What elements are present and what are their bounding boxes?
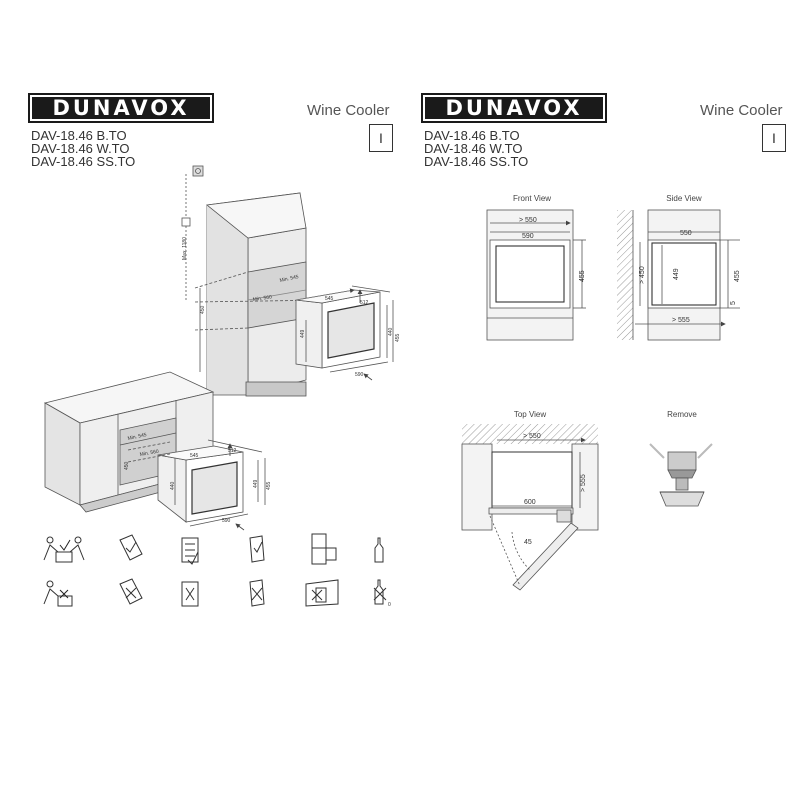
front-view-title: Front View bbox=[512, 194, 552, 203]
side-view-drawing bbox=[617, 209, 740, 341]
dim-w550: 550 bbox=[680, 230, 692, 237]
side-view-labels: 550 > 450 449 455 5 > 555 bbox=[639, 230, 741, 324]
model-line: DAV-18.46 B.TO bbox=[424, 128, 520, 143]
top-view-title: Top View bbox=[513, 410, 547, 419]
dim-min-545: Min. 545 bbox=[127, 432, 147, 442]
tall-cabinet-drawing bbox=[181, 165, 394, 397]
dim-angle45: 45 bbox=[524, 539, 532, 546]
dim-open-450: 450 bbox=[200, 305, 206, 314]
dim-min-560: Min. 560 bbox=[252, 294, 272, 303]
bottle-ok-icon bbox=[374, 537, 384, 563]
model-line: DAV-18.46 W.TO bbox=[31, 141, 130, 156]
dim-open-450: 450 bbox=[124, 461, 130, 470]
dim-unit-440: 440 bbox=[388, 327, 394, 336]
dim-gt550: > 550 bbox=[523, 433, 541, 440]
counter-dim-labels: Min. 545 Min. 560 450 545 512 440 449 45… bbox=[124, 432, 272, 524]
manual-ok-icon bbox=[119, 534, 143, 561]
dim-max-height: Max. 1180 bbox=[182, 237, 188, 260]
dim-h455: 455 bbox=[579, 270, 586, 282]
dim-unit-545: 545 bbox=[325, 296, 334, 302]
freestanding-prohibited-icon bbox=[249, 579, 265, 607]
one-person-lift-prohibited-icon bbox=[43, 580, 73, 607]
dim-unit-590: 590 bbox=[355, 372, 364, 378]
counter-cabinet-drawing bbox=[43, 371, 266, 531]
brand-logo-text: DUNAVOX bbox=[445, 96, 583, 120]
dim-unit-449: 449 bbox=[253, 479, 259, 488]
front-view-drawing bbox=[486, 209, 586, 341]
model-line: DAV-18.46 SS.TO bbox=[31, 154, 136, 169]
bottle-prohibited-icon: 0 bbox=[373, 579, 391, 608]
dim-min-545: Min. 545 bbox=[279, 274, 299, 284]
freestanding-ok-icon bbox=[249, 535, 265, 563]
doc-title-left: Wine Cooler bbox=[307, 102, 390, 119]
dim-h449: 449 bbox=[673, 268, 680, 280]
side-view-title: Side View bbox=[666, 194, 702, 203]
dim-gt555: > 555 bbox=[672, 317, 690, 324]
dim-unit-455: 455 bbox=[395, 333, 401, 342]
section-mark-right: I bbox=[762, 124, 786, 152]
front-view-labels: > 550 590 455 bbox=[519, 217, 586, 282]
dim-unit-512: 512 bbox=[360, 300, 369, 306]
dim-h455: 455 bbox=[734, 270, 741, 282]
two-person-lift-icon bbox=[43, 536, 85, 563]
dim-gt555: > 555 bbox=[580, 474, 587, 492]
doc-title-right: Wine Cooler bbox=[700, 102, 783, 119]
brand-logo-text: DUNAVOX bbox=[52, 96, 190, 120]
model-line: DAV-18.46 SS.TO bbox=[424, 154, 529, 169]
remove-foot-drawing bbox=[649, 443, 713, 507]
pictogram-row-do bbox=[43, 533, 384, 565]
cabinet-stack-ok-icon bbox=[311, 533, 337, 565]
dim-unit-590: 590 bbox=[222, 518, 231, 524]
tall-cabinet-dim-labels: Max. 1180 Min. 545 Min. 560 450 545 512 … bbox=[182, 237, 401, 378]
brand-logo-left: DUNAVOX bbox=[28, 93, 214, 123]
top-view-labels: > 550 600 > 555 45 bbox=[523, 433, 587, 546]
model-line: DAV-18.46 B.TO bbox=[31, 128, 127, 143]
dim-gt450: > 450 bbox=[639, 266, 646, 284]
top-view-drawing bbox=[461, 424, 599, 591]
dim-w600: 600 bbox=[524, 499, 536, 506]
checklist-ok-icon bbox=[181, 537, 199, 565]
svg-text:0: 0 bbox=[388, 602, 391, 608]
dim-unit-440: 440 bbox=[170, 481, 176, 490]
remove-title: Remove bbox=[667, 410, 697, 419]
brand-logo-right: DUNAVOX bbox=[421, 93, 607, 123]
cabinet-stack-prohibited-icon bbox=[305, 579, 339, 607]
dim-unit-512: 512 bbox=[228, 448, 237, 454]
section-mark-left: I bbox=[369, 124, 393, 152]
dim-min-560: Min. 560 bbox=[139, 449, 159, 458]
dim-w590: 590 bbox=[522, 233, 534, 240]
model-line: DAV-18.46 W.TO bbox=[424, 141, 523, 156]
dim-unit-455: 455 bbox=[266, 481, 272, 490]
checklist-prohibited-icon bbox=[181, 581, 199, 607]
dim-gt550: > 550 bbox=[519, 217, 537, 224]
dim-unit-449: 449 bbox=[300, 329, 306, 338]
manual-prohibited-icon bbox=[119, 578, 143, 605]
dim-unit-545: 545 bbox=[190, 453, 199, 459]
pictogram-row-dont: 0 bbox=[43, 578, 391, 608]
dim-gap5: 5 bbox=[730, 301, 737, 305]
